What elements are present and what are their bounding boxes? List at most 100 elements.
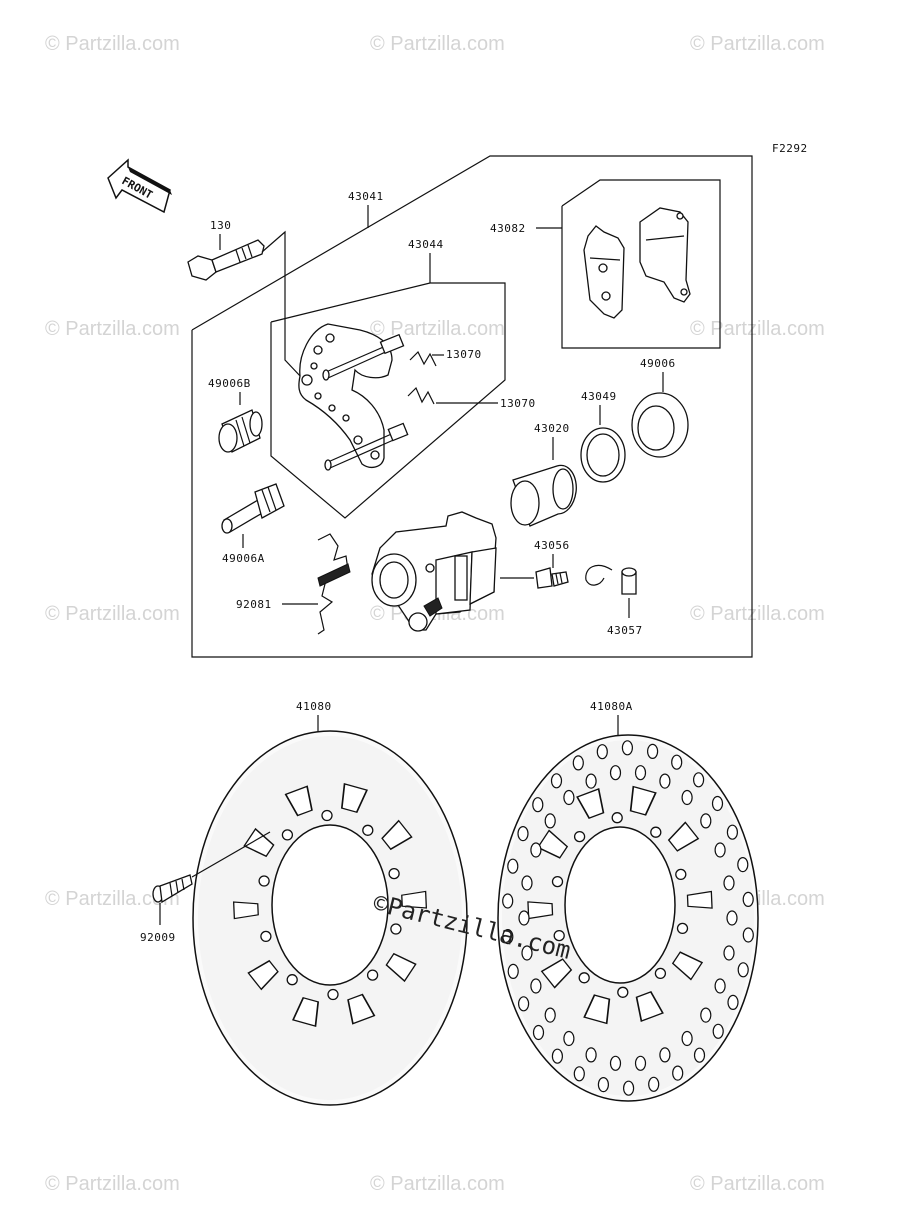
vent-hole (742, 891, 754, 908)
mount-hole (260, 930, 272, 943)
part-label-43020: 43020 (534, 422, 570, 435)
pad-set-frame (561, 179, 721, 349)
vent-hole (518, 910, 530, 926)
vent-hole (646, 743, 659, 760)
mount-hole (327, 988, 339, 1001)
mount-hole (578, 972, 590, 984)
mount-hole (650, 826, 662, 838)
front-arrow-icon: FRONT (107, 158, 172, 214)
vent-hole (530, 978, 542, 994)
mount-hole (654, 967, 667, 980)
vent-hole (714, 842, 726, 858)
vent-hole (517, 825, 529, 842)
part-label-92009: 92009 (140, 931, 176, 944)
vent-hole (621, 740, 634, 756)
diagram-code: F2292 (772, 142, 808, 155)
mount-hole (321, 809, 333, 822)
vent-hole (502, 928, 514, 945)
vent-hole (634, 1055, 647, 1071)
brake-disc-41080A (497, 734, 759, 1102)
caliper-assembly-frame (191, 155, 753, 658)
watermark: © Partzilla.com (690, 1173, 825, 1195)
vent-hole (648, 1076, 660, 1092)
disc-slot (347, 993, 376, 1025)
vent-hole (572, 755, 584, 771)
boot-49006B (218, 409, 263, 453)
vent-hole (726, 824, 739, 840)
brake-disc-41080 (192, 730, 468, 1106)
vent-hole (712, 1023, 724, 1039)
watermark: © Partzilla.com (690, 318, 825, 340)
vent-hole (551, 1048, 564, 1064)
watermark: © Partzilla.com (370, 318, 505, 340)
vent-hole (563, 789, 575, 806)
watermark: © Partzilla.com (45, 318, 180, 340)
part-label-49006B: 49006B (208, 377, 251, 390)
vent-hole (714, 978, 726, 994)
part-label-41080: 41080 (296, 700, 332, 713)
watermark: © Partzilla.com (370, 1173, 505, 1195)
vent-hole (521, 875, 533, 891)
watermarks: © Partzilla.com © Partzilla.com © Partzi… (45, 33, 825, 1195)
mount-hole (553, 929, 565, 942)
vent-hole (544, 813, 556, 829)
pad-clip-13070-b (407, 386, 435, 405)
disc-slot (667, 821, 700, 852)
vent-hole (517, 996, 530, 1012)
vent-hole (597, 1076, 610, 1093)
vent-hole (544, 1007, 556, 1023)
watermark: © Partzilla.com (690, 33, 825, 55)
vent-hole (692, 772, 705, 788)
watermark: © Partzilla.com (45, 888, 180, 910)
disc-slot (629, 785, 657, 816)
vent-hole (711, 795, 724, 812)
vent-hole (532, 1024, 545, 1041)
mount-hole (362, 824, 374, 836)
vent-hole (659, 1047, 671, 1063)
vent-hole (693, 1047, 706, 1063)
disc-slot (284, 785, 313, 817)
vent-hole (634, 765, 647, 781)
caliper-bracket (298, 323, 409, 471)
disc-slot (340, 783, 368, 814)
vent-hole (609, 765, 622, 781)
part-label-130: 130 (210, 219, 231, 232)
disc-slot (401, 890, 428, 909)
mount-hole (258, 875, 270, 887)
part-label-13070-b: 13070 (500, 397, 536, 410)
vent-hole (550, 773, 563, 789)
part-label-43057: 43057 (607, 624, 643, 637)
brake-pad-outer (639, 207, 691, 303)
mount-hole (281, 829, 294, 841)
mount-hole (675, 868, 687, 881)
part-label-43049: 43049 (581, 390, 617, 403)
vent-hole (726, 910, 738, 926)
mount-hole (390, 923, 402, 935)
vent-hole (681, 789, 693, 806)
watermark: © Partzilla.com (690, 603, 825, 625)
pin-boot-49006A (221, 483, 285, 534)
disc-slot (536, 829, 569, 859)
vent-hole (727, 994, 739, 1011)
disc-slot (583, 994, 611, 1025)
vent-hole (737, 856, 749, 873)
vent-hole (723, 945, 735, 961)
mount-hole (676, 922, 689, 935)
watermark: © Partzilla.com (45, 33, 180, 55)
disc-slot (671, 951, 704, 981)
part-label-13070-a: 13070 (446, 348, 482, 361)
piston-43020 (510, 464, 577, 527)
vent-hole (530, 842, 542, 858)
vent-hole (672, 1065, 684, 1081)
part-label-49006: 49006 (640, 357, 676, 370)
brake-pad-inner (583, 225, 625, 319)
bleeder-valve-43056 (535, 567, 569, 589)
dust-seal-49006 (631, 392, 689, 458)
part-label-43041: 43041 (348, 190, 384, 203)
vent-hole (659, 773, 671, 789)
vent-hole (502, 893, 514, 909)
mount-hole (573, 830, 586, 843)
mount-hole (286, 974, 298, 986)
